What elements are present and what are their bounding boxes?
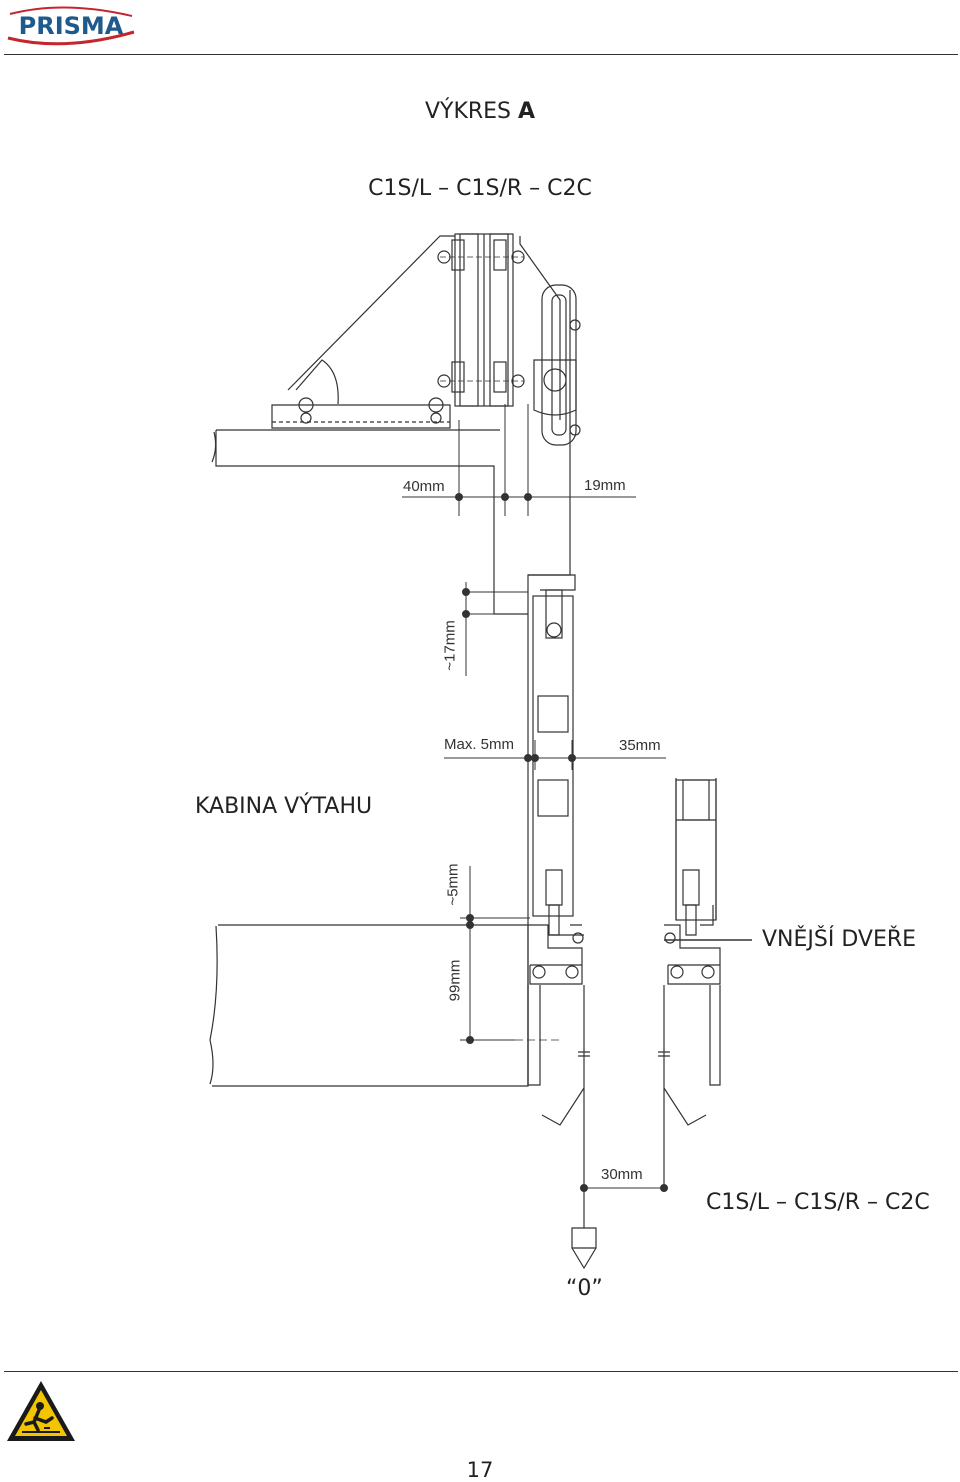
outer-door-panel xyxy=(675,778,717,936)
cabin-floor xyxy=(209,924,560,1087)
dimension-lines xyxy=(402,404,668,1192)
dim-99mm: 99mm xyxy=(446,959,464,1002)
dim-19mm: 19mm xyxy=(584,477,626,494)
roller-assembly xyxy=(533,284,581,446)
dim-5mm: ~5mm xyxy=(444,863,462,906)
door-sills xyxy=(527,924,752,1086)
models-label: C1S/L – C1S/R – C2C xyxy=(706,1190,930,1215)
slip-hazard-warning-icon xyxy=(7,1381,75,1441)
outer-door-label: VNĚJŠÍ DVEŘE xyxy=(762,927,917,952)
dim-40mm: 40mm xyxy=(403,478,445,495)
drawing-title-letter: A xyxy=(518,99,536,124)
prisma-logo: PRISMA xyxy=(7,6,135,46)
dim-max-5mm: Max. 5mm xyxy=(444,736,515,753)
dim-30mm: 30mm xyxy=(601,1166,643,1183)
page-number: 17 xyxy=(466,1458,494,1482)
shaft-sill-top xyxy=(211,429,528,615)
logo-text: PRISMA xyxy=(19,12,124,40)
dim-17mm: ~17mm xyxy=(441,620,459,671)
door-leaves xyxy=(541,985,707,1190)
footer-rule xyxy=(4,1371,958,1372)
header-beam xyxy=(440,233,525,407)
cabin-label: KABINA VÝTAHU xyxy=(195,794,373,819)
plumb-bob-icon xyxy=(571,1192,597,1270)
drawing-title-prefix: VÝKRES xyxy=(424,99,519,124)
header-rule xyxy=(4,54,958,55)
drawing-title: VÝKRES A xyxy=(0,99,960,124)
zero-reference-label: “0” xyxy=(566,1276,603,1301)
hanger-bracket xyxy=(271,235,561,429)
drawing-subtitle: C1S/L – C1S/R – C2C xyxy=(368,176,592,201)
dim-35mm: 35mm xyxy=(619,737,661,754)
door-hanger-plate xyxy=(527,290,576,1085)
